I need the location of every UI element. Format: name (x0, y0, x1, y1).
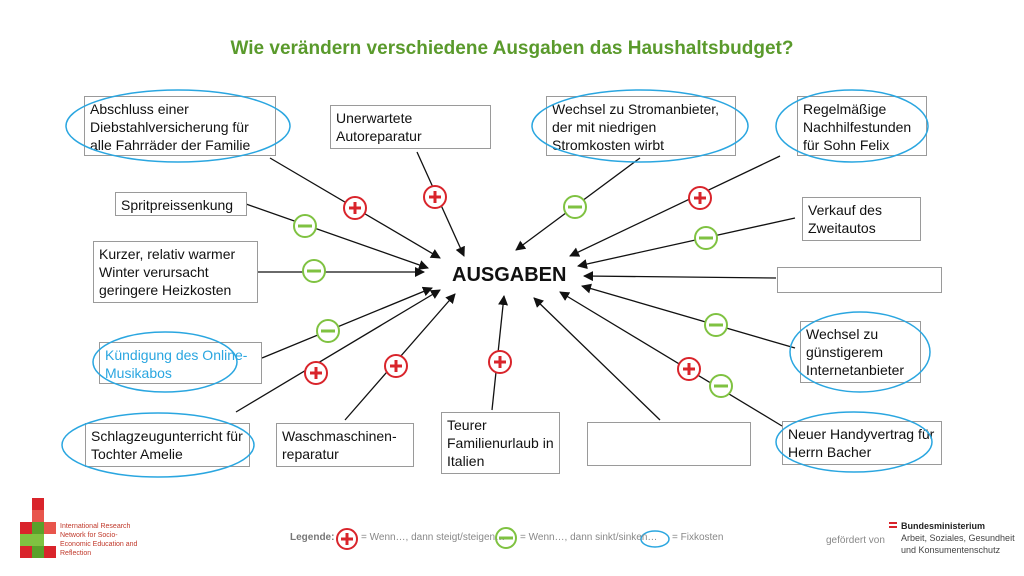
plus-icon (677, 357, 701, 381)
box-spritpreis: Spritpreissenkung (115, 192, 247, 216)
arrow-b4 (569, 155, 781, 257)
minus-icon (563, 195, 587, 219)
box-schlagzeug: Schlagzeugunterricht für Tochter Amelie (85, 423, 250, 467)
slide-title: Wie verändern verschiedene Ausgaben das … (230, 38, 794, 59)
ministry-line-1: Bundesministerium (901, 521, 986, 531)
fixkosten-oval-b4 (775, 89, 929, 163)
legend-minus-text: = Wenn…, dann sinkt/sinken… (520, 532, 658, 543)
arrow-b14 (533, 297, 661, 421)
funded-by-text: gefördert von (826, 535, 885, 546)
fixkosten-oval-b9 (92, 331, 238, 393)
arrow-b10 (581, 283, 796, 349)
box-empty-right (777, 267, 942, 293)
fixkosten-oval-b15 (775, 411, 933, 473)
legend-minus-icon (495, 527, 517, 549)
fixkosten-oval-b10 (789, 311, 931, 393)
box-waschmaschine: Waschmaschinen-reparatur (276, 423, 414, 467)
arrow-b9 (261, 286, 433, 359)
minus-icon (293, 214, 317, 238)
ministry-line-3: und Konsumentenschutz (901, 545, 1001, 555)
legend-oval-icon (640, 530, 670, 548)
box-internetanbieter: Wechsel zu günstigerem Internetanbieter (800, 321, 921, 383)
fixkosten-oval-b11 (61, 412, 255, 478)
box-handyvertrag: Neuer Handyvertrag für Herrn Bacher (782, 421, 942, 465)
plus-icon (384, 354, 408, 378)
insert-logo-text: International Research Network for Socio… (60, 523, 138, 557)
legend-oval-text: = Fixkosten (672, 532, 724, 543)
box-nachhilfe: Regelmäßige Nachhilfestunden für Sohn Fe… (797, 96, 927, 156)
austria-flag-icon (889, 522, 897, 528)
box-autoreparatur: Unerwartete Autoreparatur (330, 105, 491, 149)
minus-icon (704, 313, 728, 337)
minus-icon (694, 226, 718, 250)
box-empty-bottom (587, 422, 751, 466)
plus-icon (423, 185, 447, 209)
insert-logo (20, 498, 56, 558)
plus-icon (304, 361, 328, 385)
fixkosten-oval-b3 (531, 89, 749, 163)
arrow-b5 (245, 203, 429, 270)
minus-icon (316, 319, 340, 343)
arrow-b8 (583, 271, 777, 282)
arrow-b6 (577, 217, 796, 269)
legend-plus-text: = Wenn…, dann steigt/steigen… (361, 532, 506, 543)
box-heizkosten: Kurzer, relativ warmer Winter verursacht… (93, 241, 258, 303)
center-ausgaben: AUSGABEN (452, 264, 567, 286)
ministry-line-2: Arbeit, Soziales, Gesundheit (901, 533, 1015, 543)
minus-icon (302, 259, 326, 283)
box-familienurlaub: Teurer Familienurlaub in Italien (441, 412, 560, 474)
fixkosten-oval-b1 (65, 89, 291, 163)
legend-plus-icon (336, 528, 358, 550)
box-zweitauto: Verkauf des Zweitautos (802, 197, 921, 241)
plus-icon (488, 350, 512, 374)
legend-label: Legende: (290, 532, 335, 543)
arrow-b11 (235, 289, 441, 413)
minus-icon (709, 374, 733, 398)
box-stromanbieter: Wechsel zu Stromanbieter, der mit niedri… (546, 96, 736, 156)
plus-icon (343, 196, 367, 220)
box-fahrradversicherung: Abschluss einer Diebstahlversicherung fü… (84, 96, 276, 156)
arrow-b15 (559, 291, 783, 427)
box-musikabo: Kündigung des Online-Musikabos (99, 342, 262, 384)
plus-icon (688, 186, 712, 210)
